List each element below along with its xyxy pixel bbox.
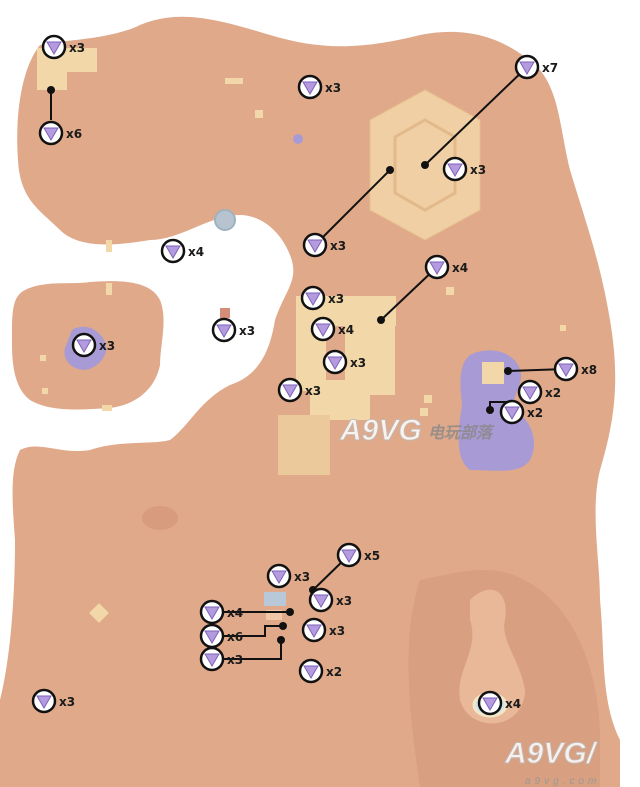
raid-marker[interactable]: x3 bbox=[71, 332, 115, 358]
marker-count: x6 bbox=[66, 127, 82, 141]
raid-marker[interactable]: x3 bbox=[277, 377, 321, 403]
tera-raid-crystal-icon bbox=[204, 606, 220, 620]
raid-marker[interactable]: x3 bbox=[266, 563, 310, 589]
watermark-logo: A9VG bbox=[339, 414, 422, 447]
marker-count: x4 bbox=[188, 245, 204, 259]
marker-count: x3 bbox=[305, 384, 321, 398]
tera-raid-crystal-icon bbox=[76, 339, 92, 353]
tera-raid-crystal-icon bbox=[341, 549, 357, 563]
marker-count: x3 bbox=[328, 292, 344, 306]
marker-count: x8 bbox=[581, 363, 597, 377]
raid-marker[interactable]: x2 bbox=[298, 658, 342, 684]
marker-count: x6 bbox=[227, 630, 243, 644]
purple-spot bbox=[293, 134, 303, 144]
tera-raid-crystal-icon bbox=[315, 323, 331, 337]
raid-marker[interactable]: x3 bbox=[302, 232, 346, 258]
marker-count: x7 bbox=[542, 61, 558, 75]
raid-marker[interactable]: x3 bbox=[301, 617, 345, 643]
tera-raid-crystal-icon bbox=[522, 386, 538, 400]
connector-lines bbox=[50, 66, 567, 660]
marker-count: x3 bbox=[227, 653, 243, 667]
marker-count: x4 bbox=[505, 697, 521, 711]
tera-raid-crystal-icon bbox=[216, 324, 232, 338]
tera-raid-crystal-icon bbox=[305, 292, 321, 306]
pond bbox=[142, 506, 178, 530]
marker-count: x3 bbox=[99, 339, 115, 353]
tera-raid-crystal-icon bbox=[327, 356, 343, 370]
raid-marker[interactable]: x7 bbox=[514, 54, 558, 80]
raid-marker[interactable]: x3 bbox=[199, 646, 243, 672]
raid-marker[interactable]: x3 bbox=[211, 317, 255, 343]
raid-marker[interactable]: x4 bbox=[424, 254, 468, 280]
raid-marker[interactable]: x3 bbox=[308, 587, 352, 613]
raid-marker[interactable]: x4 bbox=[160, 238, 204, 264]
tera-raid-crystal-icon bbox=[429, 261, 445, 275]
tera-raid-crystal-icon bbox=[313, 594, 329, 608]
marker-count: x3 bbox=[325, 81, 341, 95]
raid-marker[interactable]: x6 bbox=[199, 623, 243, 649]
marker-count: x2 bbox=[326, 665, 342, 679]
marker-count: x3 bbox=[294, 570, 310, 584]
marker-count: x3 bbox=[329, 624, 345, 638]
raid-marker[interactable]: x8 bbox=[553, 356, 597, 382]
tera-raid-crystal-icon bbox=[36, 695, 52, 709]
marker-count: x4 bbox=[227, 606, 243, 620]
tera-raid-crystal-icon bbox=[165, 245, 181, 259]
raid-marker[interactable]: x4 bbox=[199, 599, 243, 625]
tera-raid-crystal-icon bbox=[282, 384, 298, 398]
marker-count: x3 bbox=[69, 41, 85, 55]
raid-marker[interactable]: x3 bbox=[31, 688, 75, 714]
tera-raid-crystal-icon bbox=[482, 697, 498, 711]
tera-raid-crystal-icon bbox=[519, 61, 535, 75]
connector-dots bbox=[47, 86, 512, 644]
watermark-center: A9VG 电玩部落 bbox=[339, 414, 496, 448]
marker-count: x4 bbox=[452, 261, 468, 275]
watermark-corner-logo: A9VG/ bbox=[504, 737, 598, 770]
buildings bbox=[37, 48, 566, 623]
marker-count: x4 bbox=[338, 323, 354, 337]
tera-raid-crystal-icon bbox=[204, 630, 220, 644]
tera-raid-crystal-icon bbox=[302, 81, 318, 95]
lake-east bbox=[458, 350, 535, 471]
raid-marker[interactable]: x3 bbox=[322, 349, 366, 375]
marker-count: x2 bbox=[527, 406, 543, 420]
raid-marker[interactable]: x3 bbox=[300, 285, 344, 311]
watermark-cn: 电玩部落 bbox=[428, 423, 495, 442]
sand-dune bbox=[459, 589, 525, 724]
tera-raid-crystal-icon bbox=[504, 406, 520, 420]
marker-count: x2 bbox=[545, 386, 561, 400]
tera-raid-crystal-icon bbox=[447, 163, 463, 177]
raid-marker[interactable]: x2 bbox=[517, 379, 561, 405]
small-pool bbox=[214, 209, 236, 231]
raid-marker[interactable]: x4 bbox=[477, 690, 521, 716]
watermark-url: a9vg.com bbox=[525, 776, 600, 787]
marker-count: x3 bbox=[239, 324, 255, 338]
tera-raid-crystal-icon bbox=[204, 653, 220, 667]
tera-raid-crystal-icon bbox=[306, 624, 322, 638]
marker-count: x3 bbox=[330, 239, 346, 253]
marker-count: x5 bbox=[364, 549, 380, 563]
tera-raid-crystal-icon bbox=[558, 363, 574, 377]
tera-raid-crystal-icon bbox=[46, 41, 62, 55]
raid-marker[interactable]: x4 bbox=[310, 316, 354, 342]
marker-count: x3 bbox=[336, 594, 352, 608]
raid-marker[interactable]: x6 bbox=[38, 120, 82, 146]
marker-count: x3 bbox=[470, 163, 486, 177]
marker-count: x3 bbox=[59, 695, 75, 709]
tera-raid-crystal-icon bbox=[271, 570, 287, 584]
tera-raid-crystal-icon bbox=[43, 127, 59, 141]
raid-marker[interactable]: x3 bbox=[297, 74, 341, 100]
tera-raid-crystal-icon bbox=[307, 239, 323, 253]
watermark-corner: A9VG/ a9vg.com bbox=[504, 737, 600, 787]
raid-marker[interactable]: x3 bbox=[442, 156, 486, 182]
raid-marker[interactable]: x5 bbox=[336, 542, 380, 568]
tera-raid-crystal-icon bbox=[303, 665, 319, 679]
marker-count: x3 bbox=[350, 356, 366, 370]
raid-marker[interactable]: x2 bbox=[499, 399, 543, 425]
raid-marker[interactable]: x3 bbox=[41, 34, 85, 60]
